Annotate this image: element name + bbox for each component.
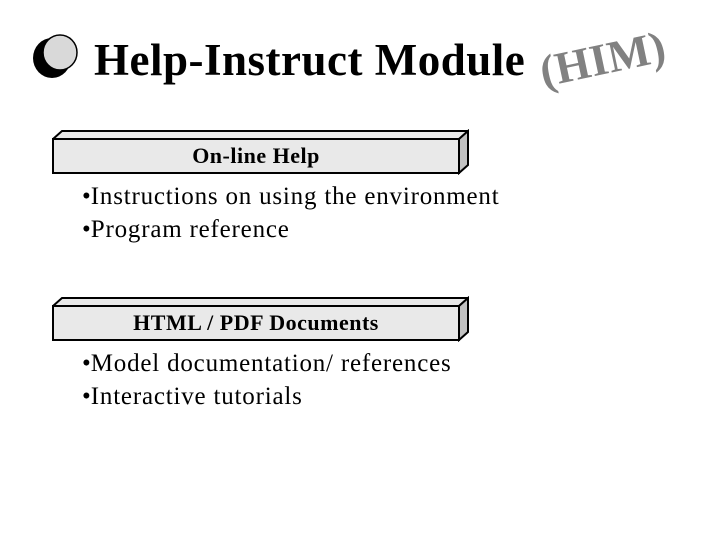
bullet-marker: • xyxy=(82,350,91,377)
section-header-label: On-line Help xyxy=(192,143,320,168)
list-item: •Instructions on using the environment xyxy=(82,180,499,213)
sphere-ball-shape xyxy=(42,34,78,71)
bullet-list-html-pdf: •Model documentation/ references •Intera… xyxy=(82,347,452,413)
section-header-label: HTML / PDF Documents xyxy=(133,310,379,335)
header-bar-3d-shape xyxy=(52,129,469,175)
sphere-bullet-icon xyxy=(33,34,78,78)
header-bar-3d-shape xyxy=(52,296,469,342)
bullet-text: Interactive tutorials xyxy=(90,383,303,410)
section-header-box-online-help: On-line Help xyxy=(52,129,469,175)
bullet-text: Model documentation/ references xyxy=(90,350,452,377)
list-item: •Model documentation/ references xyxy=(82,347,452,380)
bullet-marker: • xyxy=(82,216,91,243)
list-item: •Program reference xyxy=(82,213,499,246)
bullet-text: Instructions on using the environment xyxy=(90,183,500,210)
list-item: •Interactive tutorials xyxy=(82,380,452,413)
bullet-list-online-help: •Instructions on using the environment •… xyxy=(82,180,499,246)
slide-title: Help-Instruct Module xyxy=(94,35,526,85)
bullet-marker: • xyxy=(82,383,91,410)
bullet-text: Program reference xyxy=(90,216,290,243)
section-header-box-html-pdf: HTML / PDF Documents xyxy=(52,296,469,342)
bullet-marker: • xyxy=(82,183,91,210)
slide-title-suffix: (HIM) xyxy=(535,21,671,97)
